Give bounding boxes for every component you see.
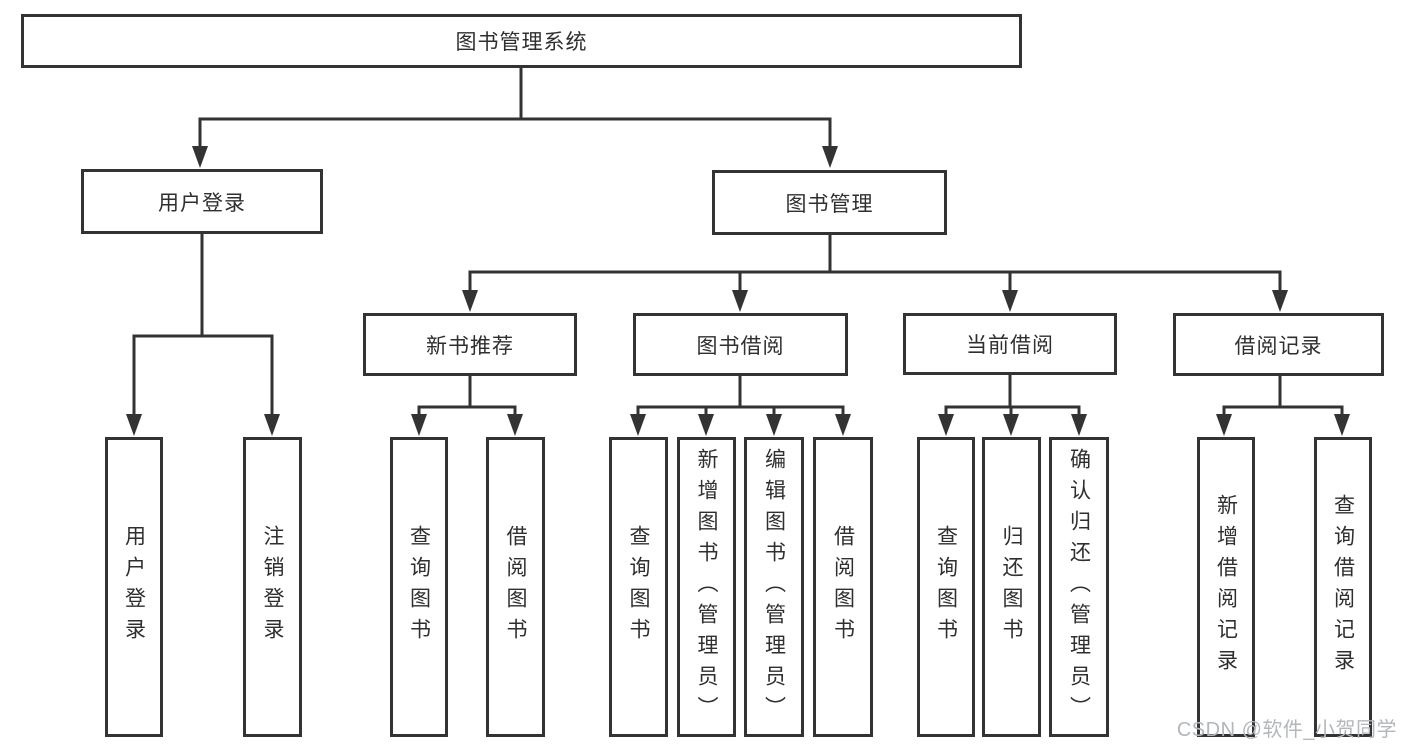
leaf-label: 查询图书 — [407, 525, 431, 649]
leaf-records-add-record: 新增借阅记录 — [1197, 437, 1255, 737]
node-current-borrowing: 当前借阅 — [903, 313, 1117, 375]
node-book-management: 图书管理 — [712, 170, 947, 235]
leaf-label: 查询借阅记录 — [1331, 494, 1355, 680]
node-label: 当前借阅 — [966, 334, 1054, 357]
leaf-label: 借阅图书 — [504, 525, 527, 649]
node-library-management-system: 图书管理系统 — [21, 14, 1022, 68]
node-user-login: 用户登录 — [81, 169, 323, 234]
leaf-records-query-record: 查询借阅记录 — [1314, 437, 1372, 737]
node-book-borrowing: 图书借阅 — [633, 313, 848, 376]
leaf-current-query-books: 查询图书 — [917, 437, 975, 737]
node-label: 新书推荐 — [426, 334, 514, 358]
node-label: 借阅记录 — [1234, 334, 1323, 358]
node-label: 图书借阅 — [696, 334, 785, 358]
leaf-label: 归还图书 — [1000, 525, 1023, 649]
leaf-borrow-add-books-admin: 新增图书（管理员） — [677, 437, 736, 737]
leaf-label: 编辑图书（管理员） — [762, 447, 786, 727]
leaf-label: 注销登录 — [261, 525, 284, 649]
leaf-borrow-query-books: 查询图书 — [609, 437, 668, 737]
leaf-borrow-borrow-books: 借阅图书 — [813, 437, 873, 737]
node-label: 图书管理系统 — [455, 31, 588, 54]
node-label: 用户登录 — [158, 191, 246, 215]
leaf-label: 新增借阅记录 — [1214, 494, 1238, 680]
leaf-user-login: 用户登录 — [105, 437, 163, 737]
leaf-label: 查询图书 — [934, 525, 958, 649]
watermark-text: CSDN @软件_小贺同学 — [1176, 719, 1397, 741]
node-new-book-recommend: 新书推荐 — [363, 313, 577, 376]
leaf-label: 用户登录 — [122, 525, 146, 649]
leaf-label: 查询图书 — [627, 525, 650, 649]
node-borrowing-records: 借阅记录 — [1173, 313, 1384, 376]
leaf-current-return-books: 归还图书 — [982, 437, 1041, 737]
leaf-label: 新增图书（管理员） — [695, 447, 718, 727]
leaf-label: 借阅图书 — [831, 525, 855, 649]
leaf-borrow-edit-books-admin: 编辑图书（管理员） — [744, 437, 804, 737]
leaf-label: 确认归还（管理员） — [1067, 447, 1091, 727]
leaf-logout: 注销登录 — [243, 437, 302, 737]
leaf-recommend-borrow-books: 借阅图书 — [486, 437, 545, 737]
node-label: 图书管理 — [785, 192, 874, 216]
leaf-current-confirm-return-admin: 确认归还（管理员） — [1049, 437, 1109, 737]
leaf-recommend-query-books: 查询图书 — [390, 437, 448, 737]
